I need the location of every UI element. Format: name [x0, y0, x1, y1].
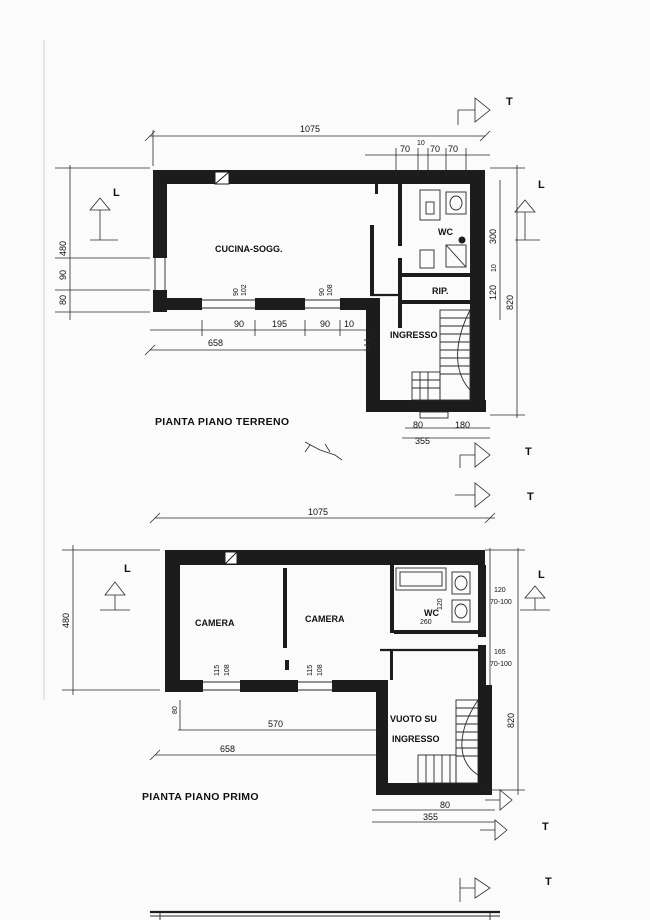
window-2-sill-ground: 108: [327, 284, 334, 296]
ground-left-dimensions: 480 90 80: [55, 165, 150, 320]
first-floor-plan: CAMERA CAMERA WC 260 120 VUOTO SU INGRES…: [61, 507, 525, 823]
dim-bottom-195: 195: [272, 319, 287, 329]
north-arrow-icon: [304, 441, 343, 461]
ground-floor-walls: [153, 170, 486, 412]
dim-left-90: 90: [58, 270, 68, 280]
dim-bottom-658-ground: 658: [208, 338, 223, 348]
dim-left-480-ground: 480: [58, 241, 68, 256]
dim-left-480-first: 480: [61, 613, 71, 628]
dim-top-10: 10: [417, 140, 425, 147]
ground-floor-wc-fixtures: [419, 189, 467, 269]
dim-bottom-90b: 90: [320, 319, 330, 329]
dim-right-window-2: 70-100: [490, 661, 512, 668]
section-letter-t-5: T: [545, 876, 552, 888]
ground-right-dimensions: 300 120 10 820: [488, 165, 525, 418]
window-1-width-ground: 90: [233, 288, 240, 296]
first-bottom-dimensions: 80 570 658 80 355: [149, 700, 495, 823]
first-floor-title: PIANTA PIANO PRIMO: [142, 791, 259, 803]
dim-bottom-80-first: 80: [172, 706, 179, 714]
first-floor-walls: [165, 550, 492, 795]
ground-floor-staircase: [411, 309, 471, 401]
ground-bottom-dimensions: 90 195 90 10 658 80 180 355: [144, 319, 490, 446]
window-1-width-first: 115: [214, 665, 221, 676]
section-letter-l-4: L: [538, 569, 545, 581]
ground-floor-title: PIANTA PIANO TERRENO: [155, 416, 289, 428]
window-2-sill-first: 108: [317, 664, 324, 676]
dim-top-70a: 70: [400, 144, 410, 154]
first-floor-wc-fixtures: [395, 567, 471, 623]
dim-total-width-ground: 1075: [300, 124, 320, 134]
dim-left-80: 80: [58, 295, 68, 305]
first-floor-staircase: [417, 699, 479, 784]
dim-bottom-10: 10: [344, 319, 354, 329]
dim-right-300: 300: [488, 229, 498, 244]
window-2-width-ground: 90: [319, 288, 326, 296]
dim-right-10: 10: [491, 264, 498, 272]
window-1-sill-first: 108: [224, 664, 231, 676]
dim-right-120-first: 120: [494, 587, 506, 594]
dim-top-70b: 70: [430, 144, 440, 154]
section-markers: T L L T T L L T T: [89, 96, 552, 902]
dim-bottom-180: 180: [455, 420, 470, 430]
room-label-bedroom-1: CAMERA: [195, 618, 235, 628]
ground-top-dimensions: 1075 70 10 70 70: [144, 124, 491, 176]
dim-right-window-1: 70-100: [490, 599, 512, 606]
dim-bottom-355-first: 355: [423, 812, 438, 822]
window-1-sill-ground: 102: [241, 284, 248, 296]
room-label-kitchen: CUCINA-SOGG.: [215, 244, 283, 254]
room-label-entrance-ground: INGRESSO: [390, 330, 438, 340]
section-letter-t-1: T: [506, 96, 513, 108]
section-letter-t-4: T: [542, 821, 549, 833]
window-2-width-first: 115: [307, 665, 314, 676]
room-label-wc-first: WC: [424, 608, 439, 618]
section-letter-t-3: T: [527, 491, 534, 503]
dim-total-width-first: 1075: [308, 507, 328, 517]
wc-dimension-first: 260: [420, 619, 432, 626]
room-label-void: VUOTO SU: [390, 714, 437, 724]
room-label-bedroom-2: CAMERA: [305, 614, 345, 624]
dim-right-820-ground: 820: [505, 295, 515, 310]
room-label-storage: RIP.: [432, 286, 448, 296]
section-letter-t-2: T: [525, 446, 532, 458]
dim-bottom-355-ground: 355: [415, 436, 430, 446]
dim-top-70c: 70: [448, 144, 458, 154]
next-floor-partial: [150, 910, 500, 920]
dim-right-165: 165: [494, 649, 506, 656]
room-label-entrance-first: INGRESSO: [392, 734, 440, 744]
dim-bottom-90a: 90: [234, 319, 244, 329]
first-top-dimensions: 1075: [149, 507, 496, 524]
dim-right-120: 120: [488, 285, 498, 300]
dim-bottom-right-80-first: 80: [440, 800, 450, 810]
toilet-drain-icon: [458, 236, 466, 244]
first-left-dimensions: 480: [61, 545, 160, 695]
room-label-wc-ground: WC: [438, 227, 453, 237]
section-letter-l-2: L: [538, 179, 545, 191]
dim-right-820-first: 820: [506, 713, 516, 728]
dim-bottom-658-first: 658: [220, 744, 235, 754]
section-arrow-mid: [455, 482, 491, 508]
wc-side-dimension-first: 120: [437, 598, 444, 610]
section-letter-l-3: L: [124, 563, 131, 575]
dim-bottom-570: 570: [268, 719, 283, 729]
first-right-dimensions: 120 70-100 165 70-100 820: [485, 548, 525, 795]
dim-bottom-80-ground: 80: [413, 420, 423, 430]
ground-floor-plan: CUCINA-SOGG. WC RIP. INGRESSO 1075 70 10…: [55, 124, 525, 446]
section-letter-l-1: L: [113, 187, 120, 199]
